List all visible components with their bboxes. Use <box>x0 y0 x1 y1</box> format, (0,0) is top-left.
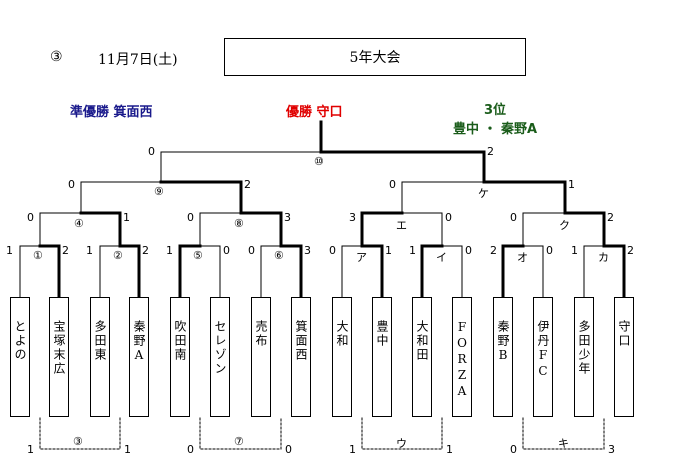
team-name: 箕面西 <box>294 320 308 362</box>
score: 1 <box>27 443 34 456</box>
team-box: とよの <box>10 297 30 417</box>
team-name: 多田少年 <box>577 320 591 376</box>
team-box: 箕面西 <box>291 297 311 417</box>
score: 1 <box>123 211 130 224</box>
team-box: 宝塚末広 <box>49 297 69 417</box>
team-box: 吹田南 <box>170 297 190 417</box>
team-box: FORZA <box>452 297 472 417</box>
winner-label: 優勝 守口 <box>286 105 343 120</box>
score: 1 <box>568 178 575 191</box>
score: 1 <box>86 244 93 257</box>
team-name: 宝塚末広 <box>52 320 66 376</box>
team-name: 守口 <box>617 320 631 348</box>
match-label: ② <box>113 249 123 262</box>
tournament-title: 5年大会 <box>224 38 526 76</box>
team-name: 売布 <box>254 320 268 348</box>
team-box: 売布 <box>251 297 271 417</box>
runner-up-label: 準優勝 箕面西 <box>70 105 153 120</box>
match-label: ⑤ <box>193 249 203 262</box>
match-label: ア <box>356 251 367 264</box>
score: 0 <box>465 244 472 257</box>
team-name: セレゾン <box>213 320 227 376</box>
team-name: 多田東 <box>93 320 107 362</box>
score: 1 <box>446 443 453 456</box>
score: 1 <box>349 443 356 456</box>
match-label: ⑦ <box>234 435 244 448</box>
team-box: 豊中 <box>372 297 392 417</box>
team-name: 大和田 <box>415 320 429 362</box>
team-box: 伊丹FC <box>533 297 553 417</box>
match-label: ⑨ <box>154 185 164 198</box>
score: 0 <box>187 443 194 456</box>
team-box: 守口 <box>614 297 634 417</box>
third-place-teams: 豊中 ・ 秦野A <box>453 122 538 137</box>
score: 2 <box>244 178 251 191</box>
match-label: ③ <box>73 435 83 448</box>
match-label: ① <box>33 249 43 262</box>
tournament-title-text: 5年大会 <box>349 50 401 66</box>
score: 2 <box>627 244 634 257</box>
score: 3 <box>349 211 356 224</box>
match-label: ⑩ <box>314 155 324 168</box>
team-name: 大和 <box>335 320 349 348</box>
score: 0 <box>510 211 517 224</box>
score: 3 <box>304 244 311 257</box>
score: 0 <box>27 211 34 224</box>
score: 2 <box>62 244 69 257</box>
match-label: ウ <box>396 437 407 450</box>
score: 0 <box>68 178 75 191</box>
score: 0 <box>389 178 396 191</box>
score: 0 <box>148 145 155 158</box>
score: 1 <box>385 244 392 257</box>
team-box: 秦野B <box>493 297 513 417</box>
team-name: 豊中 <box>375 320 389 348</box>
score: 0 <box>510 443 517 456</box>
third-place-label: 3位 <box>484 103 507 118</box>
match-label: ⑧ <box>234 217 244 230</box>
score: 0 <box>285 443 292 456</box>
score: 0 <box>223 244 230 257</box>
match-label: ク <box>559 219 570 232</box>
score: 0 <box>187 211 194 224</box>
score: 2 <box>142 244 149 257</box>
score: 1 <box>166 244 173 257</box>
match-label: エ <box>396 219 407 232</box>
score: 2 <box>607 211 614 224</box>
round-mark: ③ <box>50 49 63 65</box>
team-box: セレゾン <box>210 297 230 417</box>
team-name: 吹田南 <box>173 320 187 362</box>
team-name: とよの <box>13 320 27 362</box>
team-box: 大和田 <box>412 297 432 417</box>
team-name: 秦野B <box>496 320 510 364</box>
match-label: カ <box>598 251 609 264</box>
score: 1 <box>124 443 131 456</box>
match-label: ケ <box>478 187 489 200</box>
score: 0 <box>248 244 255 257</box>
team-name: FORZA <box>455 320 469 400</box>
team-name: 伊丹FC <box>536 320 550 380</box>
event-date: 11月7日(土) <box>98 52 178 68</box>
score: 0 <box>546 244 553 257</box>
team-box: 秦野A <box>129 297 149 417</box>
team-box: 多田東 <box>90 297 110 417</box>
team-box: 大和 <box>332 297 352 417</box>
match-label: キ <box>558 437 569 450</box>
score: 3 <box>284 211 291 224</box>
score: 0 <box>445 211 452 224</box>
team-name: 秦野A <box>132 320 146 364</box>
score: 2 <box>487 145 494 158</box>
match-label: イ <box>436 251 447 264</box>
match-label: ⑥ <box>274 249 284 262</box>
team-box: 多田少年 <box>574 297 594 417</box>
match-label: オ <box>517 251 528 264</box>
score: 0 <box>329 244 336 257</box>
match-label: ④ <box>74 217 84 230</box>
score: 1 <box>571 244 578 257</box>
score: 2 <box>490 244 497 257</box>
score: 1 <box>409 244 416 257</box>
score: 1 <box>6 244 13 257</box>
score: 3 <box>608 443 615 456</box>
